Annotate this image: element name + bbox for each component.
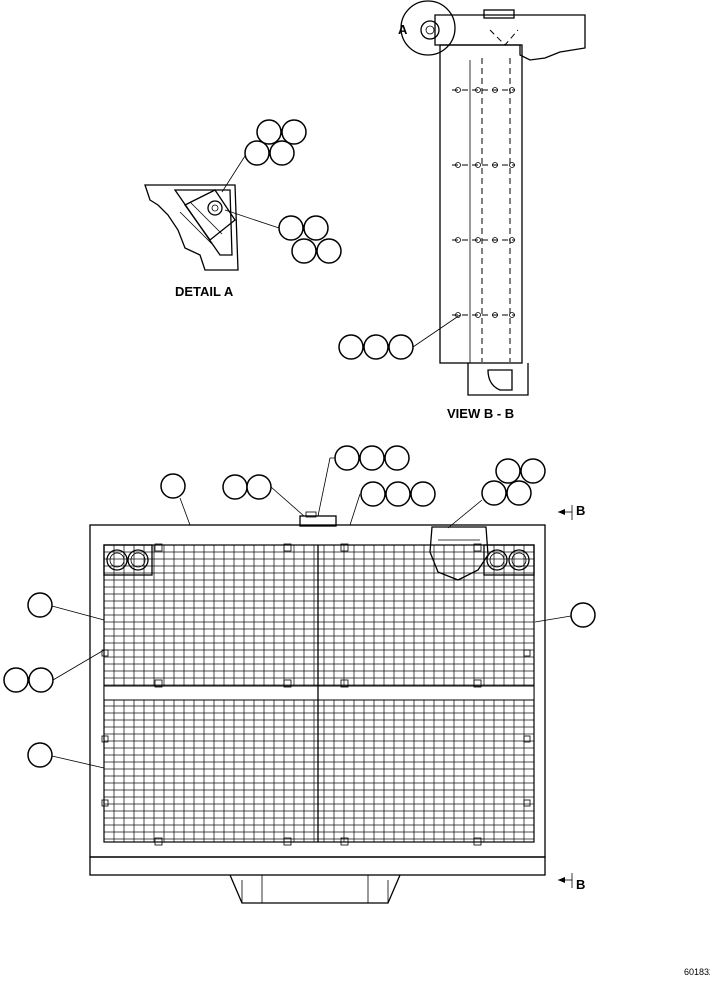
filler-neck-cutaway xyxy=(429,526,489,581)
detail-a-caption: DETAIL A xyxy=(175,284,234,299)
radiator-side-column xyxy=(439,44,523,364)
leader-line xyxy=(447,499,483,529)
detail-a-edge xyxy=(179,211,213,245)
foot-outlet xyxy=(487,369,513,391)
frame-bolts xyxy=(101,543,531,846)
callout-bubble xyxy=(316,238,342,264)
callout-bubble xyxy=(363,334,389,360)
callout-bubble xyxy=(481,480,507,506)
callout-bubble xyxy=(506,480,532,506)
detail-a-edge-2 xyxy=(189,201,223,235)
callout-triple-fitting-lower xyxy=(349,481,436,526)
leader-line xyxy=(412,314,461,348)
view-bb-caption: VIEW B - B xyxy=(447,406,514,421)
leader-line xyxy=(51,605,105,621)
radiator-support xyxy=(229,874,401,904)
mounting-row xyxy=(452,87,515,93)
leader-line xyxy=(270,486,305,517)
section-b-arrow-bottom xyxy=(558,873,573,888)
callout-bubble xyxy=(28,667,54,693)
callout-bubble xyxy=(384,445,410,471)
callout-pair-left xyxy=(3,649,105,693)
callout-bubble xyxy=(303,215,329,241)
callout-pair-fitting xyxy=(222,474,305,517)
leader-line xyxy=(317,457,335,517)
section-b-label-top: B xyxy=(576,503,585,518)
callout-bubble xyxy=(334,445,360,471)
callout-single-right xyxy=(534,602,596,628)
callout-group-filler xyxy=(447,458,546,529)
detail-a-bolt-center xyxy=(211,204,219,212)
leader-line xyxy=(534,615,572,623)
callout-bubble xyxy=(338,334,364,360)
top-bracket xyxy=(434,14,586,61)
column-foot xyxy=(467,363,529,396)
callout-bubble xyxy=(269,140,295,166)
callout-triple-fitting-upper xyxy=(317,445,410,517)
view-bb xyxy=(400,0,586,396)
callout-bubble xyxy=(388,334,414,360)
callout-bubble xyxy=(360,481,386,507)
detail-a-view xyxy=(144,184,239,271)
drawing-number: 601832 xyxy=(684,967,710,977)
leader-line xyxy=(349,493,361,526)
callout-single-left-lower xyxy=(27,742,105,769)
callout-group-detail-upper xyxy=(221,119,307,193)
callout-bubble xyxy=(256,119,282,145)
detail-a-bolt xyxy=(207,200,223,216)
detail-a-marker-circle xyxy=(400,0,456,56)
callout-group-detail-lower xyxy=(224,209,342,264)
leader-line xyxy=(224,209,280,229)
callout-bubble xyxy=(160,473,186,499)
hidden-line xyxy=(489,29,519,46)
top-tab xyxy=(483,9,515,19)
tank-left xyxy=(103,544,153,576)
callout-group-view-bb xyxy=(338,314,461,360)
leader-line xyxy=(52,649,105,681)
callout-bubble xyxy=(222,474,248,500)
callout-bubble xyxy=(246,474,272,500)
callout-bubble xyxy=(281,119,307,145)
callout-bubble xyxy=(3,667,29,693)
callout-bubble xyxy=(410,481,436,507)
radiator-front-view xyxy=(89,511,546,904)
callout-bubble xyxy=(385,481,411,507)
callout-bubble xyxy=(244,140,270,166)
detail-a-marker-cap xyxy=(420,20,440,40)
callout-bubble xyxy=(520,458,546,484)
callout-single-frame-top xyxy=(160,473,191,526)
detail-a-outline xyxy=(144,184,239,271)
mounting-row xyxy=(452,312,515,318)
section-b-arrow-top xyxy=(558,505,573,520)
radiator-base xyxy=(89,856,546,876)
callout-bubble xyxy=(291,238,317,264)
callout-bubble xyxy=(570,602,596,628)
core-separator xyxy=(103,685,535,701)
mounting-row xyxy=(452,237,515,243)
detail-a-marker-label: A xyxy=(398,22,408,37)
leader-line xyxy=(179,497,191,526)
callout-bubble xyxy=(278,215,304,241)
leader-line xyxy=(51,755,105,769)
callout-bubble xyxy=(27,742,53,768)
section-b-label-bottom: B xyxy=(576,877,585,892)
callout-single-left-upper xyxy=(27,592,105,621)
callout-bubble xyxy=(359,445,385,471)
callout-bubble xyxy=(495,458,521,484)
callout-bubble xyxy=(27,592,53,618)
detail-a-mount xyxy=(184,189,236,241)
mounting-row xyxy=(452,162,515,168)
